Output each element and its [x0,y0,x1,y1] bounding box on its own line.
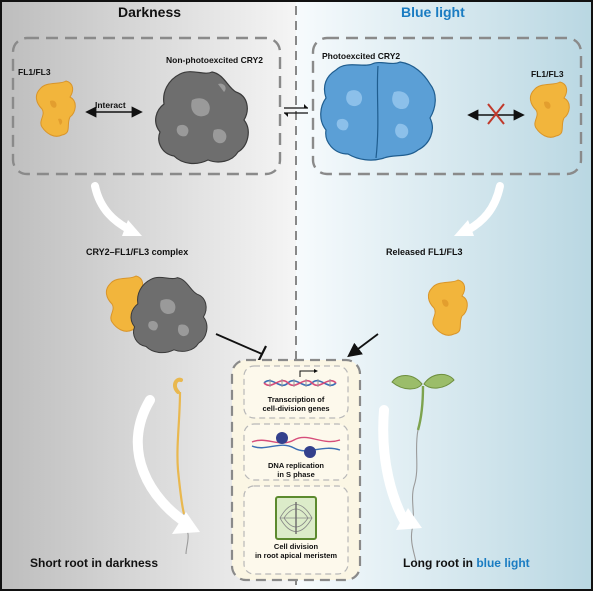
fl-protein-icon [529,81,570,138]
dna-replication-icon [251,432,341,458]
fl-label-left: FL1/FL3 [18,67,51,77]
long-root-seedling-icon [391,374,455,563]
fl-label-right: FL1/FL3 [531,69,564,79]
outcome-arrow-right [378,405,411,529]
cry2-photoexcited-label: Photoexcited CRY2 [322,51,401,61]
cry2-fl-complex-icon [105,275,208,354]
promotion-arrow [347,333,379,358]
darkness-interaction-box [11,36,282,176]
blue-light-title: Blue light [401,4,465,20]
dividing-cell-icon [275,496,317,540]
inhibition-x-icon [487,103,505,125]
fl-protein-icon [35,80,76,137]
cry2-dark-label: Non-photoexcited CRY2 [166,55,263,65]
darkness-title: Darkness [118,4,182,20]
cry2-photoexcited-icon [320,61,436,161]
blue-light-highlight: blue light [476,556,530,570]
bluelight-interaction-box [311,36,583,176]
interact-label: Interact [95,100,126,110]
fl-protein-icon [427,279,468,336]
outcome-arrow-left [132,395,193,529]
flow-arrow-right [464,182,504,234]
dna-helix-icon [263,369,337,387]
short-root-caption: Short root in darkness [30,556,159,570]
inhibition-arrow [215,333,267,363]
complex-label: CRY2–FL1/FL3 complex [86,247,189,257]
released-label: Released FL1/FL3 [386,247,463,257]
long-root-caption: Long root in blue light [403,556,530,570]
replication-panel [243,423,349,481]
cry2-dark-icon [155,71,249,165]
equilibrium-arrows [284,104,308,117]
